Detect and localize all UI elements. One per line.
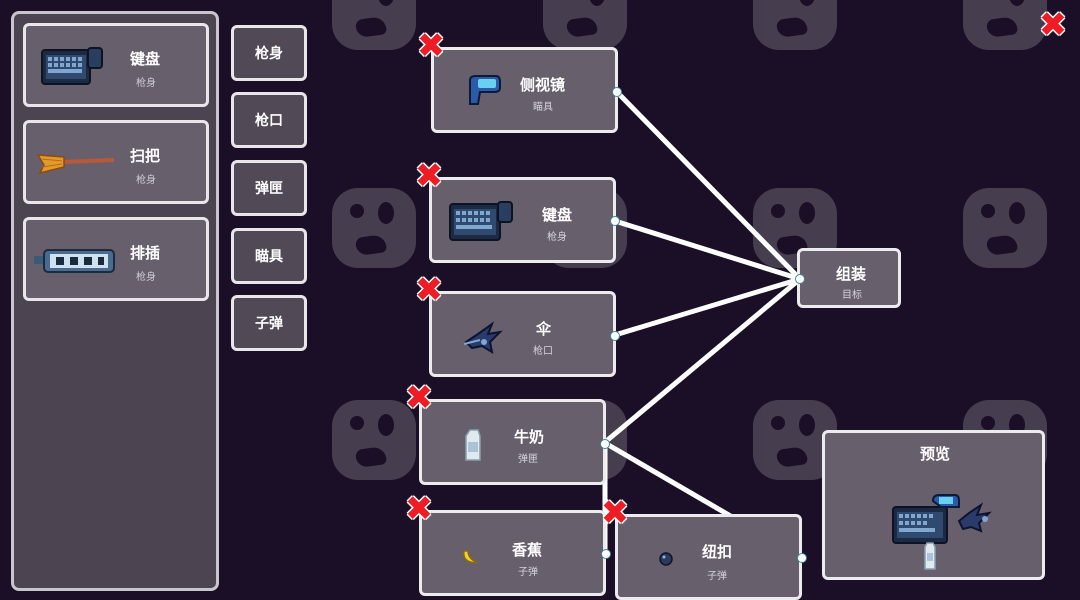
- node-title: 伞: [536, 320, 552, 338]
- wire-mirror-assemble: [615, 90, 802, 281]
- button-icon: [659, 552, 673, 566]
- delete-node-mirror-button[interactable]: ✖: [416, 26, 446, 66]
- umbrella-icon: [463, 321, 503, 355]
- delete-node-umbrella-button[interactable]: ✖: [414, 270, 444, 310]
- node-title: 组装: [836, 265, 867, 283]
- node-umbrella[interactable]: 伞 枪口: [429, 291, 616, 377]
- inventory-item-title: 排插: [129, 244, 160, 262]
- node-port[interactable]: [601, 549, 611, 559]
- node-port[interactable]: [612, 87, 622, 97]
- node-port[interactable]: [610, 331, 620, 341]
- node-title: 牛奶: [514, 428, 545, 446]
- inventory-item-category: 枪身: [136, 175, 156, 186]
- inventory-item-title: 键盘: [129, 50, 160, 68]
- node-port[interactable]: [610, 216, 620, 226]
- wire-umbrella-assemble: [614, 276, 801, 338]
- node-milk[interactable]: 牛奶 弹匣: [419, 399, 606, 485]
- ghost-icon: [332, 400, 416, 480]
- node-subtitle: 枪身: [547, 232, 567, 243]
- ghost-icon: [753, 0, 837, 50]
- inventory-item-title: 扫把: [129, 147, 160, 165]
- category-button-bullet[interactable]: 子弹: [231, 295, 307, 351]
- delete-node-banana-button[interactable]: ✖: [404, 489, 434, 529]
- node-subtitle: 子弹: [518, 567, 538, 578]
- category-button-muzzle[interactable]: 枪口: [231, 92, 307, 148]
- power-strip-icon: [34, 249, 115, 273]
- inventory-item-category: 枪身: [136, 272, 156, 283]
- node-subtitle: 子弹: [707, 571, 727, 582]
- delete-node-keyboard-button[interactable]: ✖: [414, 156, 444, 196]
- keyboard-icon: [449, 201, 513, 241]
- node-port[interactable]: [795, 274, 805, 284]
- preview-panel: 预览: [822, 430, 1045, 580]
- category-button-sight[interactable]: 瞄具: [231, 228, 307, 284]
- node-port[interactable]: [797, 553, 807, 563]
- assembled-weapon-icon: [892, 494, 992, 570]
- node-title: 纽扣: [702, 543, 733, 561]
- node-port[interactable]: [600, 439, 610, 449]
- close-window-button[interactable]: ✖: [1038, 5, 1068, 45]
- inventory-item-power-strip[interactable]: 排插 枪身: [23, 217, 209, 301]
- ghost-icon: [332, 188, 416, 268]
- inventory-item-keyboard[interactable]: 键盘 枪身: [23, 23, 209, 107]
- node-title: 侧视镜: [520, 76, 566, 94]
- inventory-panel: 键盘 枪身 扫把 枪身 排插 枪身: [11, 11, 219, 591]
- node-subtitle: 弹匣: [518, 454, 538, 465]
- wire-keyboard-assemble: [614, 218, 801, 282]
- ghost-icon: [963, 0, 1047, 50]
- node-assemble-target[interactable]: 组装 目标: [797, 248, 901, 308]
- milk-icon: [465, 429, 481, 461]
- node-title: 香蕉: [512, 541, 543, 559]
- node-subtitle: 目标: [842, 290, 862, 301]
- inventory-item-category: 枪身: [136, 78, 156, 89]
- category-button-body[interactable]: 枪身: [231, 25, 307, 81]
- node-keyboard[interactable]: 键盘 枪身: [429, 177, 616, 263]
- node-subtitle: 瞄具: [533, 102, 553, 113]
- node-mirror[interactable]: 侧视镜 瞄具: [431, 47, 618, 133]
- broom-icon: [36, 154, 115, 175]
- category-button-magazine[interactable]: 弹匣: [231, 160, 307, 216]
- ghost-icon: [543, 0, 627, 50]
- keyboard-icon: [41, 47, 103, 85]
- banana-icon: [463, 550, 479, 564]
- node-button[interactable]: 纽扣 子弹: [615, 514, 802, 600]
- inventory-item-broom[interactable]: 扫把 枪身: [23, 120, 209, 204]
- delete-node-button-button[interactable]: ✖: [600, 493, 630, 533]
- node-subtitle: 枪口: [533, 346, 553, 357]
- node-banana[interactable]: 香蕉 子弹: [419, 510, 606, 596]
- wire-milk-assemble: [602, 277, 802, 445]
- ghost-icon: [332, 0, 416, 50]
- delete-node-milk-button[interactable]: ✖: [404, 378, 434, 418]
- mirror-icon: [469, 75, 501, 105]
- ghost-icon: [963, 188, 1047, 268]
- node-title: 键盘: [542, 206, 573, 224]
- preview-title: 预览: [920, 445, 951, 463]
